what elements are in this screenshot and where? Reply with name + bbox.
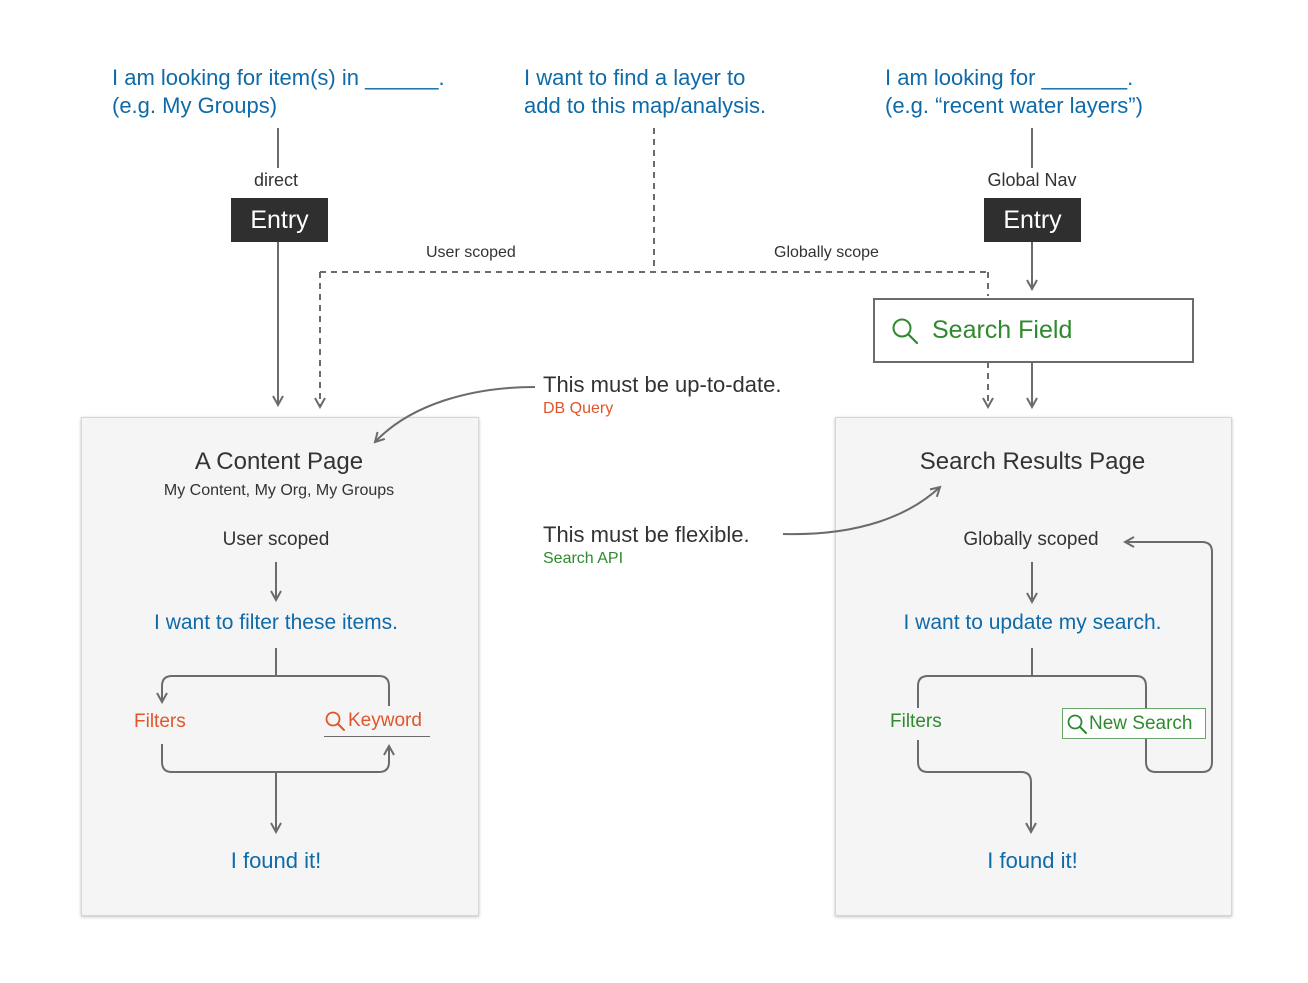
results-page-scope: Globally scoped — [963, 529, 1099, 550]
flexible-note: This must be flexible. Search API — [543, 522, 750, 568]
global-nav-caption: Global Nav — [987, 170, 1077, 190]
keyword-option[interactable]: Keyword — [324, 706, 430, 737]
results-page-intent: I want to update my search. — [903, 611, 1162, 634]
content-page-scope: User scoped — [222, 529, 330, 550]
content-filters-option[interactable]: Filters — [134, 711, 186, 732]
middle-question-line2: add to this map/analysis. — [524, 93, 767, 118]
results-branch — [917, 648, 1147, 708]
keyword-search-icon — [325, 711, 345, 731]
middle-question: I want to find a layer to add to this ma… — [524, 64, 766, 120]
user-scoped-label: User scoped — [426, 244, 516, 261]
content-page-subtitle: My Content, My Org, My Groups — [163, 482, 395, 499]
content-branch — [162, 648, 390, 706]
left-entry-label: Entry — [250, 205, 309, 234]
new-search-button[interactable]: New Search — [1062, 708, 1206, 739]
right-entry-node[interactable]: Entry — [984, 198, 1081, 242]
results-page-title: Search Results Page — [919, 448, 1146, 475]
new-search-icon — [1067, 714, 1087, 734]
content-page-intent: I want to filter these items. — [154, 611, 398, 634]
search-field[interactable]: Search Field — [873, 298, 1194, 363]
results-merge — [917, 740, 1031, 832]
flexible-text: This must be flexible. — [543, 522, 750, 547]
flexible-subtext: Search API — [543, 550, 624, 567]
uptodate-curve — [375, 386, 536, 442]
globally-scope-label: Globally scope — [774, 244, 879, 261]
right-question: I am looking for _______. (e.g. “recent … — [885, 64, 1143, 120]
left-question-line2: (e.g. My Groups) — [112, 93, 278, 118]
right-question-line2: (e.g. “recent water layers”) — [885, 93, 1143, 118]
left-question: I am looking for item(s) in ______. (e.g… — [112, 64, 445, 120]
flexible-curve — [782, 487, 940, 536]
left-entry-node[interactable]: Entry — [231, 198, 328, 242]
direct-caption: direct — [253, 170, 298, 190]
uptodate-note: This must be up-to-date. DB Query — [543, 372, 781, 418]
results-page-result: I found it! — [987, 848, 1078, 873]
middle-question-line1: I want to find a layer to — [524, 65, 746, 90]
new-search-label: New Search — [1089, 712, 1193, 734]
content-page-title: A Content Page — [194, 448, 364, 475]
left-question-line1: I am looking for item(s) in ______. — [112, 65, 445, 90]
right-entry-label: Entry — [1003, 205, 1062, 234]
content-merge — [161, 744, 389, 773]
right-question-line1: I am looking for _______. — [885, 65, 1134, 90]
keyword-label: Keyword — [348, 710, 422, 731]
content-page-result: I found it! — [230, 848, 322, 873]
uptodate-subtext: DB Query — [543, 400, 614, 417]
uptodate-text: This must be up-to-date. — [543, 372, 782, 397]
search-icon — [892, 318, 919, 344]
search-field-label: Search Field — [932, 316, 1073, 344]
results-loop — [1125, 542, 1213, 773]
results-filters-option[interactable]: Filters — [890, 711, 942, 732]
